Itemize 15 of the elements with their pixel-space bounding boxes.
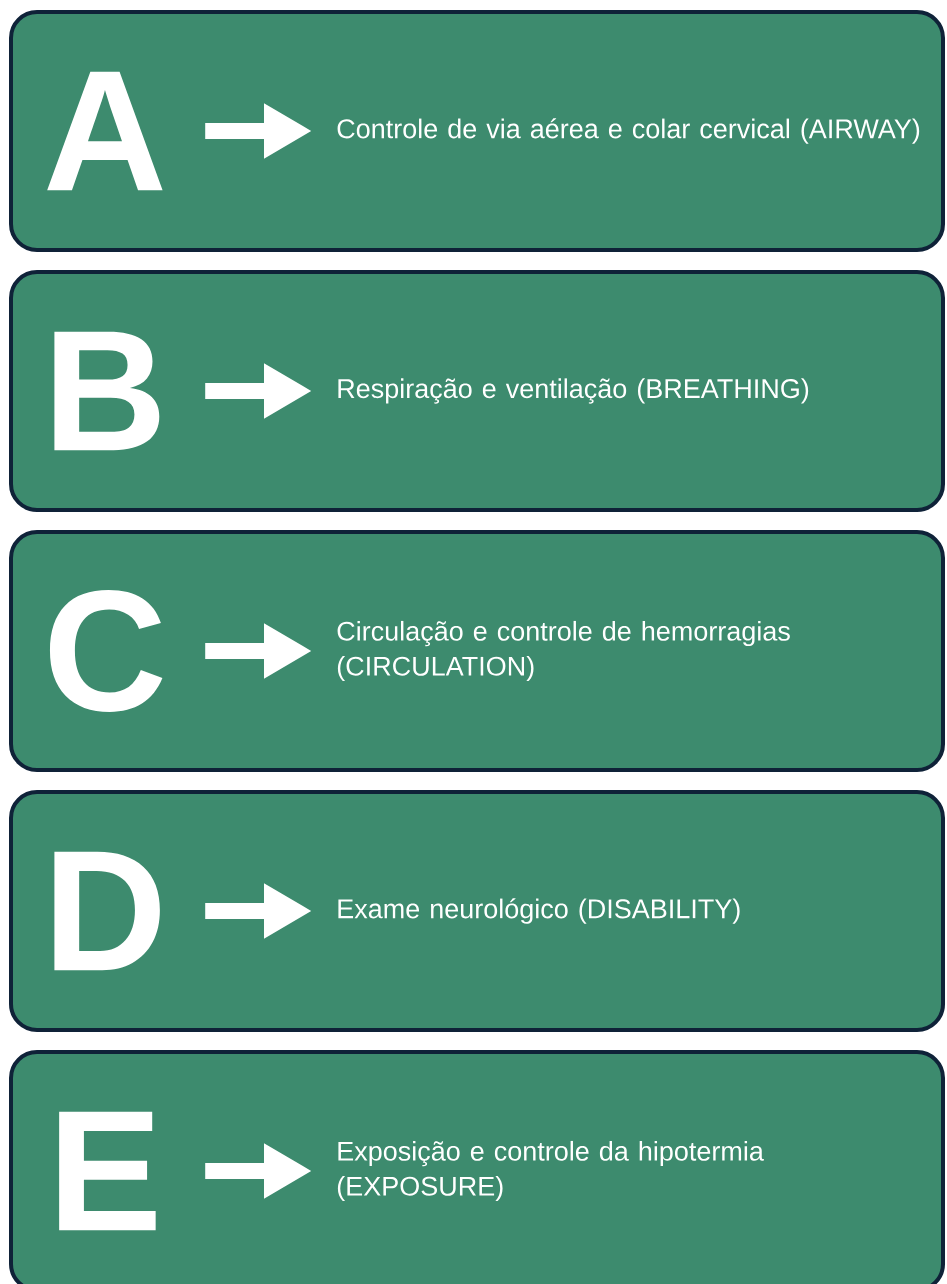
card-box	[9, 10, 945, 252]
card-box	[9, 530, 945, 772]
letter: E	[59, 1111, 156, 1231]
letter: C	[49, 590, 163, 712]
step-description: Respiração e ventilação (BREATHING)	[338, 378, 809, 404]
letter: B	[54, 331, 160, 451]
step-description: Controle de via aérea e colar cervical (AIRWAY)	[337, 118, 920, 144]
letter: A	[47, 71, 163, 191]
step-description: Exame neurológico (DISABILITY)	[338, 898, 740, 924]
letter: D	[54, 851, 160, 971]
card-box	[9, 1050, 945, 1284]
card-box	[9, 270, 945, 512]
card-box	[9, 790, 945, 1032]
step-description: Exposição e controle da hipotermia (EXPOSURE)	[337, 1140, 764, 1202]
step-description: Circulação e controle de hemorragias (CIRCULATION)	[337, 620, 790, 682]
